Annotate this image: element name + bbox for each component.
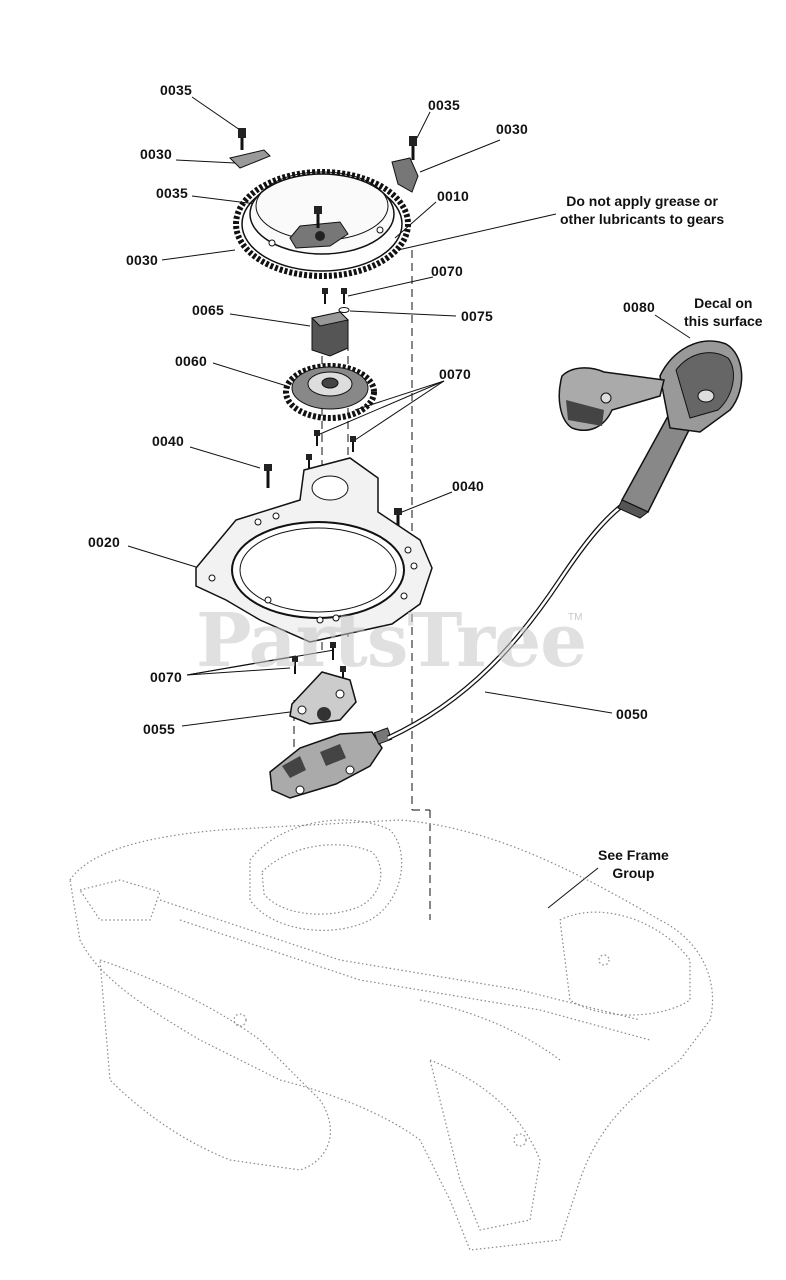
cable-housing xyxy=(269,727,393,799)
callout-0055: 0055 xyxy=(143,721,175,737)
control-cable xyxy=(386,502,626,741)
lower-bracket xyxy=(289,642,357,725)
callout-0030-a: 0030 xyxy=(140,146,172,162)
callout-0030-c: 0030 xyxy=(126,252,158,268)
control-handle xyxy=(558,340,743,519)
callout-0035-c: 0035 xyxy=(156,185,188,201)
callout-0060: 0060 xyxy=(175,353,207,369)
callout-0065: 0065 xyxy=(192,302,224,318)
ring-gear xyxy=(233,169,411,279)
leader-lines xyxy=(127,96,691,909)
callout-0075: 0075 xyxy=(461,308,493,324)
note-see-frame-line2: Group xyxy=(612,865,655,881)
pinion-gear xyxy=(283,363,377,421)
gear-block xyxy=(310,311,350,357)
watermark-trademark: TM xyxy=(568,612,583,623)
callout-0070-b: 0070 xyxy=(439,366,471,382)
callout-0030-b: 0030 xyxy=(496,121,528,137)
callout-0035-b: 0035 xyxy=(428,97,460,113)
callout-0070-c: 0070 xyxy=(150,669,182,685)
note-decal-line1: Decal on xyxy=(694,295,753,311)
note-no-grease-line1: Do not apply grease or xyxy=(566,193,718,209)
callout-0040-a: 0040 xyxy=(152,433,184,449)
note-no-grease-line2: other lubricants to gears xyxy=(560,211,725,227)
note-see-frame-group: See Frame Group xyxy=(598,846,669,882)
callout-0035-a: 0035 xyxy=(160,82,192,98)
callout-0050: 0050 xyxy=(616,706,648,722)
note-no-grease: Do not apply grease or other lubricants … xyxy=(560,192,724,228)
note-decal: Decal on this surface xyxy=(684,294,763,330)
top-clips xyxy=(229,128,419,228)
callout-0070-a: 0070 xyxy=(431,263,463,279)
watermark-logo: PartsTree xyxy=(196,598,587,684)
note-decal-line2: this surface xyxy=(684,313,763,329)
callout-0010: 0010 xyxy=(437,188,469,204)
small-screws xyxy=(322,288,350,313)
callout-0080: 0080 xyxy=(623,299,655,315)
callout-0020: 0020 xyxy=(88,534,120,550)
note-see-frame-line1: See Frame xyxy=(598,847,669,863)
callout-0040-b: 0040 xyxy=(452,478,484,494)
mounting-plate xyxy=(195,457,433,643)
frame-ghost-outline xyxy=(69,819,714,1251)
